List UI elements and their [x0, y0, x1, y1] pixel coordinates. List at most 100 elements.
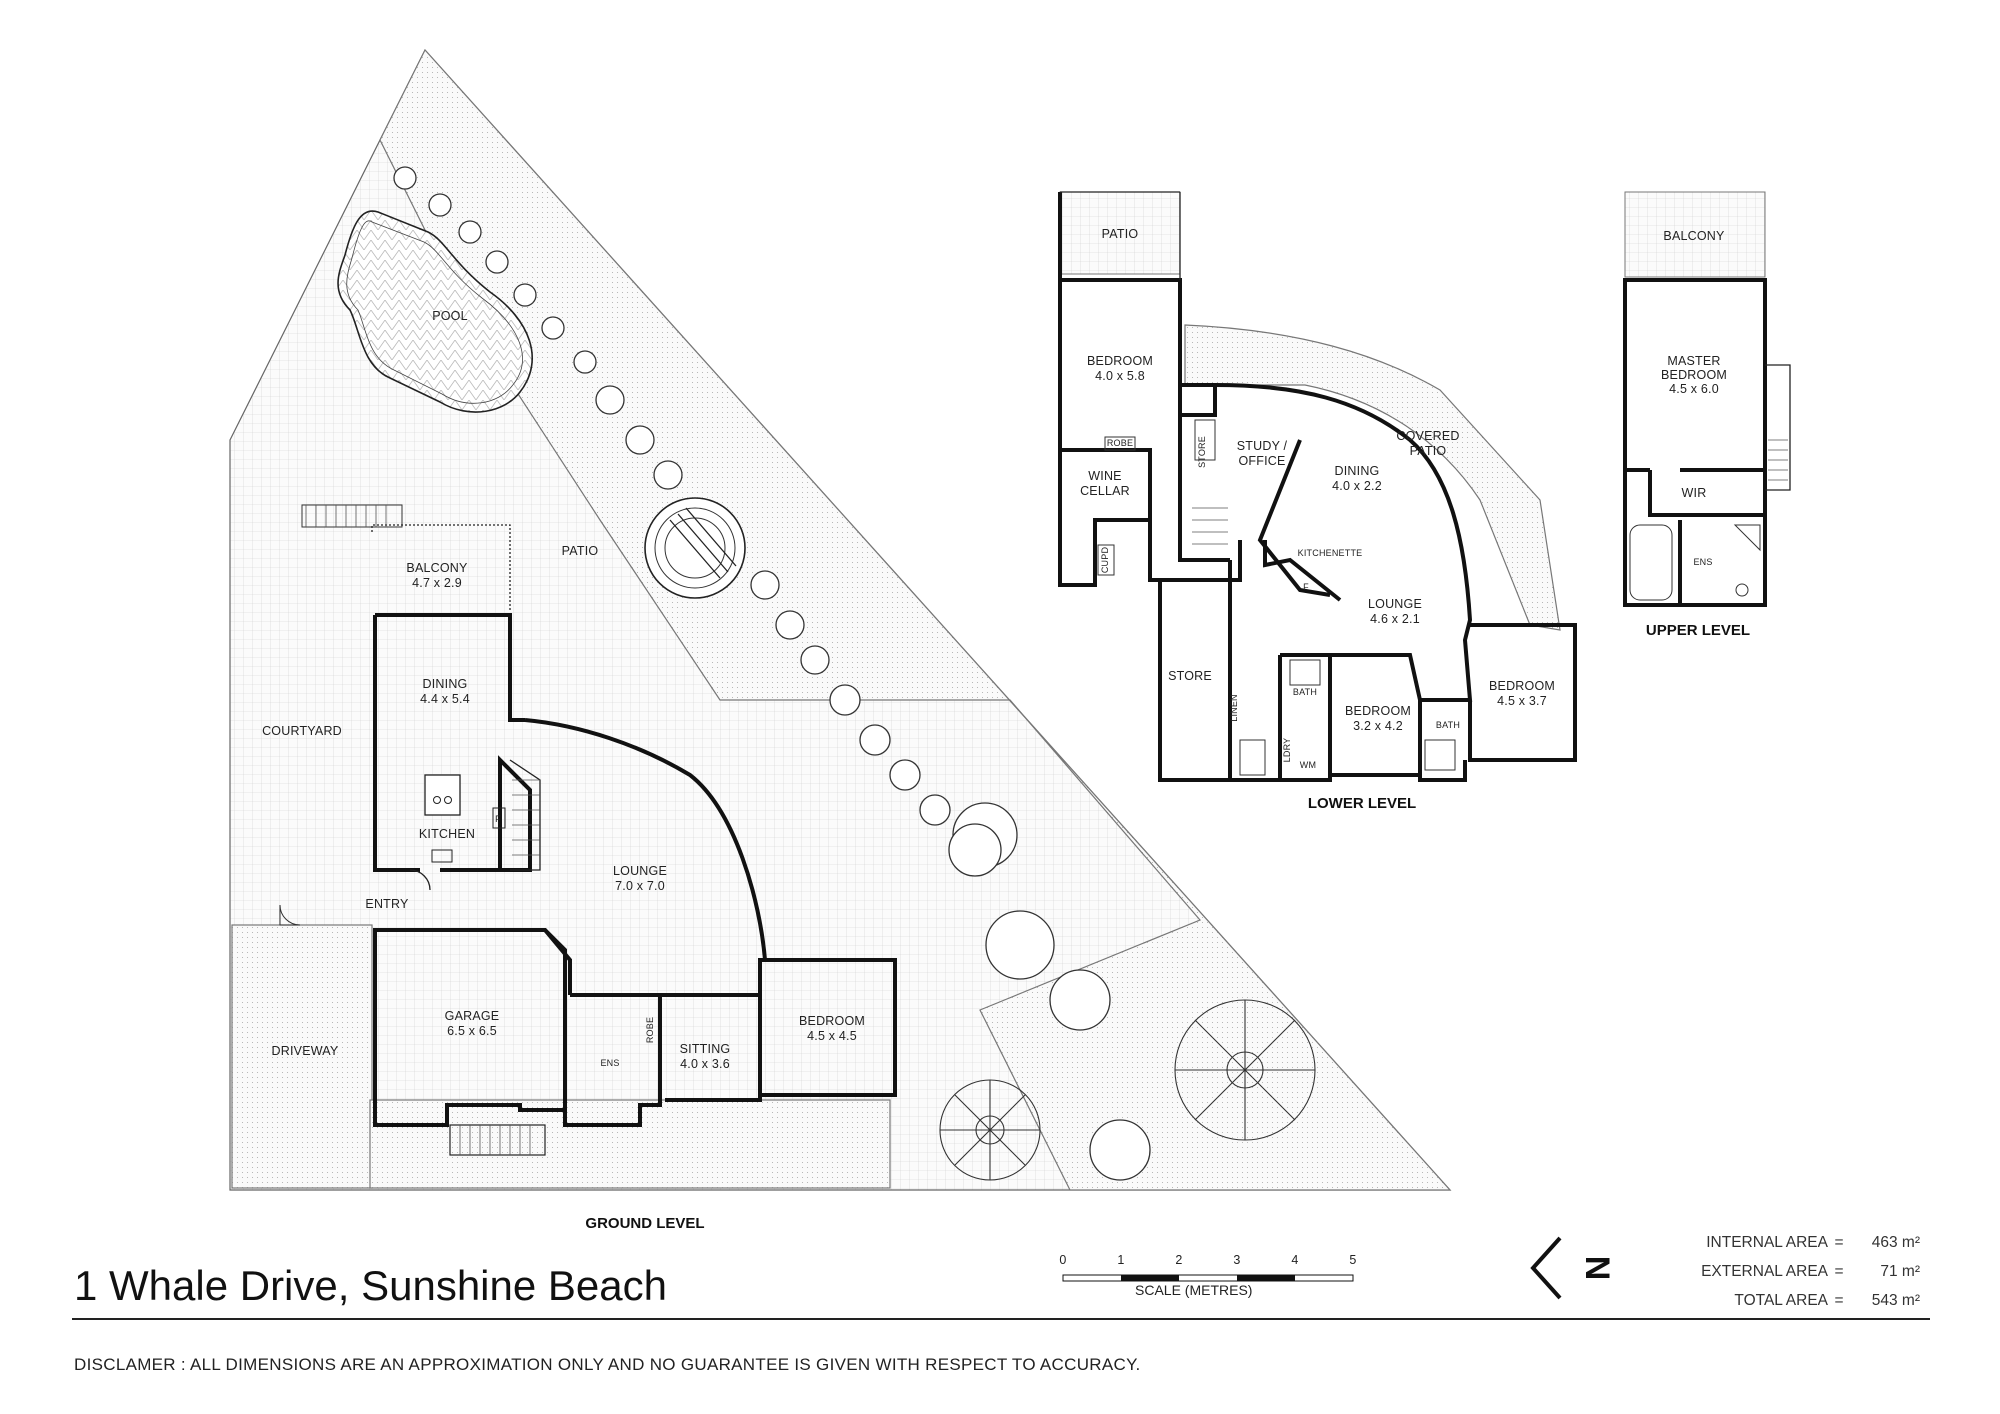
lower-bedroom1-dim: 4.0 x 5.8 — [1095, 369, 1145, 383]
master-label-1: MASTER — [1667, 354, 1720, 368]
wine-cellar-label-2: CELLAR — [1080, 484, 1130, 498]
covered-patio-area — [1184, 324, 1561, 631]
patio-label: PATIO — [562, 544, 599, 558]
bath1-label: BATH — [1293, 687, 1317, 697]
upper-walls — [1623, 278, 1791, 607]
entry-label: ENTRY — [365, 897, 409, 911]
scale-tick-4: 4 — [1291, 1253, 1298, 1267]
ground-level-plan: POOL PATIO BALCONY 4.7 x 2.9 COURTYARD D… — [229, 48, 1452, 1232]
scale-tick-1: 1 — [1117, 1253, 1124, 1267]
disclaimer-text: DISCLAMER : ALL DIMENSIONS ARE AN APPROX… — [74, 1355, 1141, 1374]
covered-patio-label-2: PATIO — [1410, 444, 1447, 458]
pool — [337, 210, 534, 413]
ground-house-walls — [279, 504, 897, 1156]
scale-tick-0: 0 — [1059, 1253, 1066, 1267]
lower-level-plan: PATIO BEDROOM 4.0 x 5.8 ROBE WINE CELLAR… — [1058, 191, 1577, 812]
balcony-label: BALCONY — [406, 561, 468, 575]
driveway-label: DRIVEWAY — [272, 1044, 339, 1058]
external-area-value: 71 m² — [1880, 1262, 1920, 1280]
lower-bedroom2-label: BEDROOM — [1345, 704, 1411, 718]
external-area-row: EXTERNAL AREA = 71 m² — [1701, 1257, 1920, 1286]
lower-robe-label: ROBE — [1107, 438, 1133, 448]
linen-label: LINEN — [1229, 694, 1239, 722]
property-title: 1 Whale Drive, Sunshine Beach — [74, 1262, 667, 1309]
lower-bedroom2-dim: 3.2 x 4.2 — [1353, 719, 1403, 733]
garage-label: GARAGE — [445, 1009, 500, 1023]
wir-label: WIR — [1682, 486, 1707, 500]
lower-patio-label: PATIO — [1102, 227, 1139, 241]
scale-title: SCALE (METRES) — [1135, 1282, 1253, 1298]
ground-level-caption: GROUND LEVEL — [585, 1215, 704, 1232]
total-area-value: 543 m² — [1871, 1291, 1920, 1309]
study-label-2: OFFICE — [1238, 454, 1285, 468]
lower-walls — [1058, 191, 1577, 782]
north-letter: N — [1578, 1256, 1616, 1281]
wm-label: WM — [1300, 760, 1316, 770]
lower-level-caption: LOWER LEVEL — [1308, 795, 1416, 812]
upper-balcony-label: BALCONY — [1663, 229, 1725, 243]
dining-dim: 4.4 x 5.4 — [420, 692, 470, 706]
equals-sign: = — [1834, 1291, 1844, 1309]
laundry-label: LDRY — [1282, 738, 1292, 763]
lower-dining-label: DINING — [1335, 464, 1380, 478]
study-label-1: STUDY / — [1237, 439, 1288, 453]
equals-sign: = — [1834, 1262, 1844, 1280]
lounge-dim: 7.0 x 7.0 — [615, 879, 665, 893]
scale-tick-3: 3 — [1233, 1253, 1240, 1267]
lower-room-labels: PATIO BEDROOM 4.0 x 5.8 ROBE WINE CELLAR… — [1080, 227, 1555, 770]
area-summary: INTERNAL AREA = 463 m² EXTERNAL AREA = 7… — [1701, 1228, 1920, 1315]
scale-tick-2: 2 — [1175, 1253, 1182, 1267]
wine-cellar-label-1: WINE — [1088, 469, 1121, 483]
total-area-row: TOTAL AREA = 543 m² — [1701, 1286, 1920, 1315]
master-dim: 4.5 x 6.0 — [1669, 382, 1719, 396]
upper-level-plan: BALCONY MASTER BEDROOM 4.5 x 6.0 WIR ENS… — [1623, 191, 1791, 639]
internal-area-value: 463 m² — [1871, 1233, 1920, 1251]
balcony-dim: 4.7 x 2.9 — [412, 576, 462, 590]
pool-label: POOL — [432, 309, 468, 323]
courtyard-label: COURTYARD — [262, 724, 342, 738]
lower-store-label: STORE — [1168, 669, 1212, 683]
bath2-label: BATH — [1436, 720, 1460, 730]
upper-level-caption: UPPER LEVEL — [1646, 622, 1750, 639]
lower-bedroom3-dim: 4.5 x 3.7 — [1497, 694, 1547, 708]
total-area-label: TOTAL AREA — [1734, 1291, 1828, 1309]
internal-area-row: INTERNAL AREA = 463 m² — [1701, 1228, 1920, 1257]
lower-patio — [1059, 191, 1181, 275]
robe-label: ROBE — [645, 1017, 655, 1043]
upper-ens-label: ENS — [1693, 557, 1712, 567]
kitchenette-fridge-label: F — [1303, 582, 1309, 592]
title-rule — [72, 1318, 1930, 1320]
ground-room-labels: POOL PATIO BALCONY 4.7 x 2.9 COURTYARD D… — [262, 309, 865, 1071]
upper-room-labels: BALCONY MASTER BEDROOM 4.5 x 6.0 WIR ENS — [1661, 229, 1727, 567]
ground-bedroom-dim: 4.5 x 4.5 — [807, 1029, 857, 1043]
lower-bedroom1-label: BEDROOM — [1087, 354, 1153, 368]
dining-label: DINING — [423, 677, 468, 691]
kitchen-label: KITCHEN — [419, 827, 475, 841]
scale-tick-5: 5 — [1349, 1253, 1356, 1267]
lower-lounge-label: LOUNGE — [1368, 597, 1422, 611]
ground-bedroom-label: BEDROOM — [799, 1014, 865, 1028]
lower-lounge-dim: 4.6 x 2.1 — [1370, 612, 1420, 626]
scale-bar: 0 1 2 3 4 5 — [1059, 1253, 1356, 1282]
kitchenette-label: KITCHENETTE — [1298, 548, 1363, 558]
lower-bedroom3-label: BEDROOM — [1489, 679, 1555, 693]
lower-dining-dim: 4.0 x 2.2 — [1332, 479, 1382, 493]
lounge-label: LOUNGE — [613, 864, 667, 878]
ens-label: ENS — [600, 1058, 619, 1068]
cupd-label: CUPD — [1100, 547, 1110, 574]
garage-dim: 6.5 x 6.5 — [447, 1024, 497, 1038]
driveway-area — [231, 924, 373, 1189]
sitting-dim: 4.0 x 3.6 — [680, 1057, 730, 1071]
round-feature — [644, 497, 746, 599]
ground-trees — [393, 166, 1316, 1181]
upper-balcony — [1624, 191, 1766, 278]
covered-patio-label-1: COVERED — [1396, 429, 1459, 443]
master-label-2: BEDROOM — [1661, 368, 1727, 382]
equals-sign: = — [1834, 1233, 1844, 1251]
sitting-label: SITTING — [680, 1042, 731, 1056]
small-store-label: STORE — [1197, 436, 1207, 468]
internal-area-label: INTERNAL AREA — [1706, 1233, 1828, 1251]
external-area-label: EXTERNAL AREA — [1701, 1262, 1828, 1280]
north-arrow-icon: N — [1530, 1236, 1616, 1300]
